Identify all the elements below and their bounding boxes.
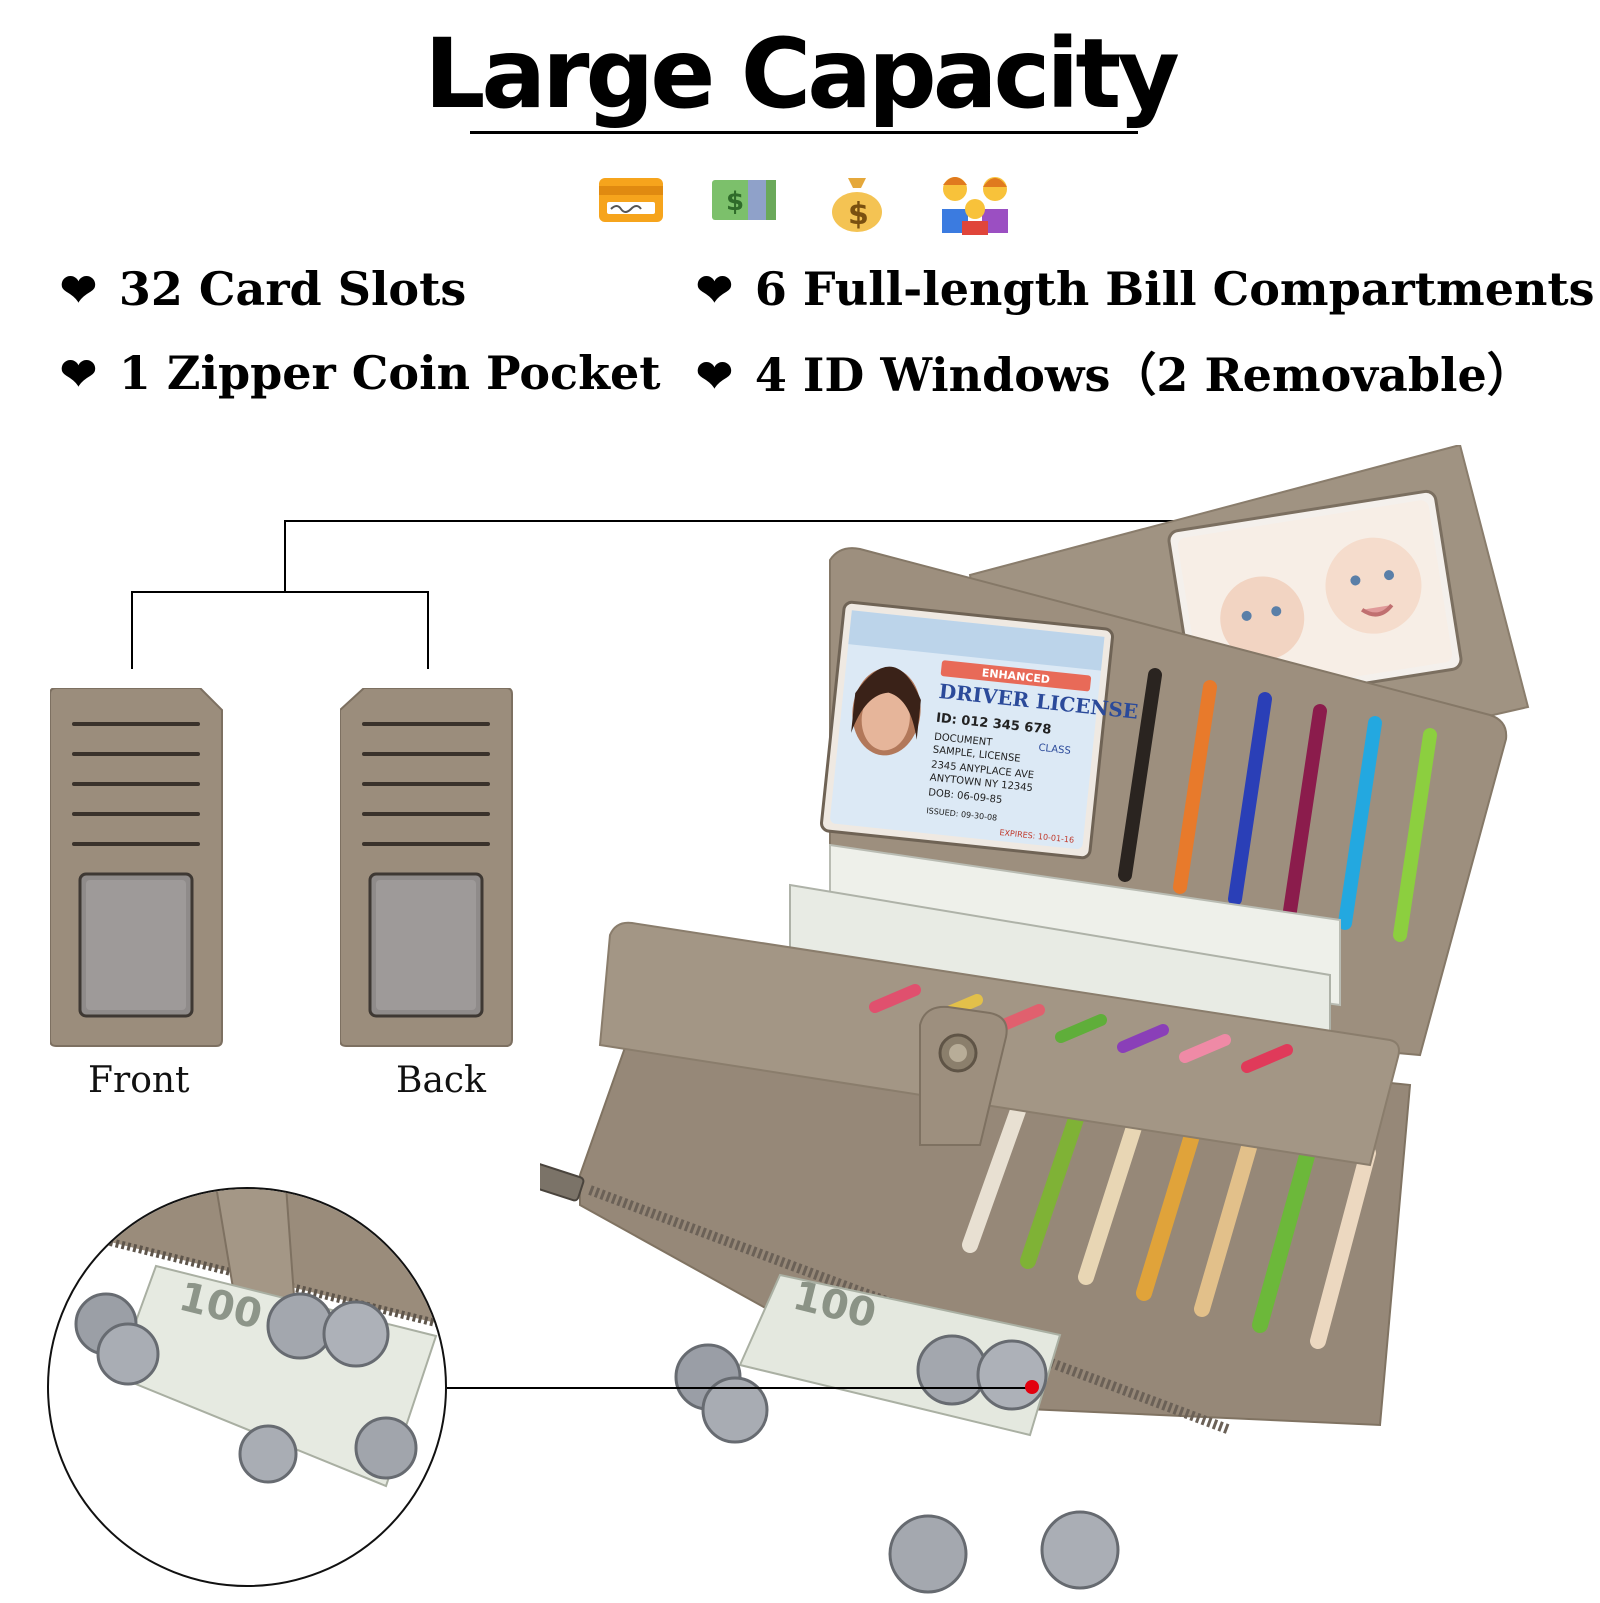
page-title: Large Capacity xyxy=(424,18,1180,130)
heart-icon: ❤ xyxy=(60,265,97,316)
heart-icon: ❤ xyxy=(696,351,733,402)
card-slot xyxy=(869,984,921,1013)
card-slot xyxy=(1179,1034,1231,1063)
id-holder-back xyxy=(339,687,515,1053)
zoom-coin-pocket: 100 xyxy=(46,1186,448,1593)
card-slots-upper xyxy=(1118,668,1437,942)
card-slot xyxy=(1194,1129,1260,1317)
family-icon xyxy=(940,165,1010,235)
svg-text:$: $ xyxy=(848,197,869,232)
caption-front: Front xyxy=(88,1060,190,1101)
card-slot xyxy=(1228,692,1272,906)
card-slot xyxy=(1117,1024,1169,1053)
callout-line xyxy=(131,591,133,669)
svg-text:$: $ xyxy=(726,187,744,217)
card-slot xyxy=(1393,728,1437,942)
callout-line xyxy=(131,591,429,593)
card-slot xyxy=(1078,1113,1144,1285)
card-slots-lower xyxy=(962,1097,1376,1349)
credit-card-icon xyxy=(597,172,665,228)
card-slot xyxy=(1283,704,1327,918)
feature-bill-compartments: ❤6 Full-length Bill Compartments xyxy=(696,262,1595,316)
feature-coin-pocket: ❤1 Zipper Coin Pocket xyxy=(60,346,661,400)
card-slot xyxy=(1310,1145,1376,1349)
feature-card-slots: ❤32 Card Slots xyxy=(60,262,467,316)
callout-dot xyxy=(1025,1380,1039,1394)
callout-line xyxy=(284,520,286,592)
callout-line xyxy=(284,520,1264,522)
money-bag-icon: $ xyxy=(826,172,888,232)
heart-icon: ❤ xyxy=(696,265,733,316)
wallet-illustration: ENHANCED DRIVER LICENSE ID: 012 345 678 … xyxy=(527,443,1550,1581)
heart-icon: ❤ xyxy=(60,349,97,400)
card-slot xyxy=(1173,680,1217,894)
title-underline xyxy=(470,131,1138,134)
callout-line xyxy=(427,591,429,669)
card-slot xyxy=(1136,1121,1202,1301)
card-slot xyxy=(1020,1105,1086,1269)
svg-text:CLASS: CLASS xyxy=(1038,743,1071,757)
id-holder-front xyxy=(49,687,225,1053)
card-slot xyxy=(1252,1137,1318,1333)
card-slot xyxy=(1241,1044,1293,1073)
feature-id-windows: ❤4 ID Windows（2 Removable） xyxy=(696,348,1533,402)
card-slot xyxy=(962,1097,1028,1253)
zipper-pull xyxy=(527,1162,585,1202)
card-slot xyxy=(1055,1014,1107,1043)
dollar-banknote-icon: $ xyxy=(710,172,778,228)
card-slot xyxy=(1118,668,1162,882)
callout-line xyxy=(447,1387,1032,1389)
driver-license: ENHANCED DRIVER LICENSE ID: 012 345 678 … xyxy=(830,610,1139,850)
card-slot xyxy=(1338,716,1382,930)
caption-back: Back xyxy=(396,1060,486,1101)
coins-bottom xyxy=(880,1508,1140,1603)
